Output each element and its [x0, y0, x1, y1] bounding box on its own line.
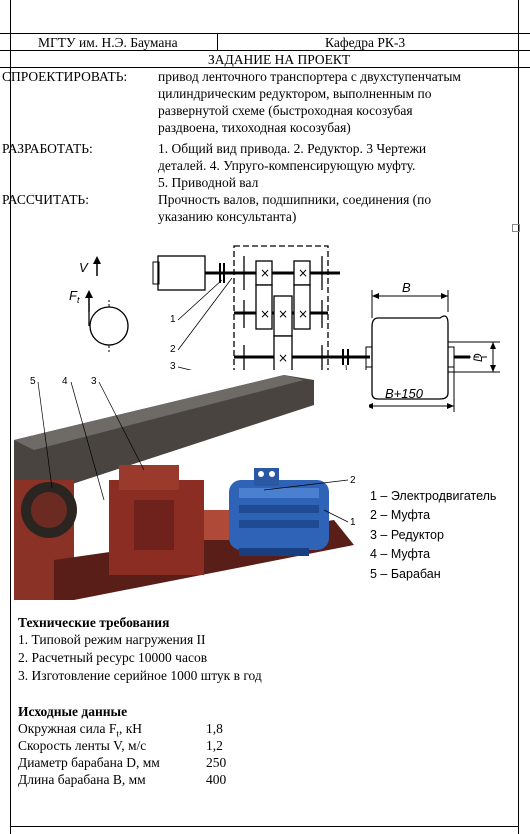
- d-label: D: [471, 353, 485, 362]
- source-label: Длина барабана B, мм: [18, 772, 146, 787]
- drum-outline: [371, 315, 449, 400]
- svg-text:×: ×: [278, 307, 288, 321]
- department-name: Кафедра РК-3: [325, 35, 406, 50]
- svg-text:4: 4: [62, 376, 68, 387]
- section-label-calculate: РАССЧИТАТЬ:: [2, 192, 89, 207]
- svg-text:×: ×: [298, 266, 308, 280]
- left-border: [10, 0, 11, 834]
- b150-label: B+150: [385, 386, 424, 401]
- legend-item: 2 – Муфта: [370, 508, 431, 522]
- svg-text:1: 1: [350, 517, 356, 528]
- svg-text:2: 2: [350, 475, 356, 486]
- gear-mid-1: [255, 284, 273, 330]
- source-value: 400: [206, 772, 227, 787]
- header-top-rule: [0, 33, 530, 34]
- source-value: 1,2: [206, 738, 223, 753]
- section-text-line: цилиндрическим редуктором, выполненным п…: [158, 86, 432, 101]
- small-checkbox-marker: [512, 224, 520, 232]
- svg-text:3: 3: [91, 376, 97, 387]
- gear-mid-2: [293, 284, 311, 330]
- section-text-line: раздвоена, тихоходная косозубая): [158, 120, 351, 135]
- source-title: Исходные данные: [18, 704, 128, 719]
- svg-text:×: ×: [298, 307, 308, 321]
- legend-item: 5 – Барабан: [370, 567, 441, 581]
- source-value: 250: [206, 755, 227, 770]
- source-value: 1,8: [206, 721, 223, 736]
- tech-title: Технические требования: [18, 615, 170, 630]
- svg-text:×: ×: [260, 307, 270, 321]
- tech-item: 1. Типовой режим нагружения II: [18, 632, 206, 647]
- svg-text:3: 3: [170, 361, 176, 372]
- v-label: V: [79, 260, 89, 275]
- header-mid-rule: [0, 50, 530, 51]
- svg-text:2: 2: [170, 344, 176, 355]
- conveyor-photo: 5 4 3 2 1: [14, 370, 369, 602]
- university-name: МГТУ им. Н.Э. Баумана: [38, 35, 178, 50]
- tech-item: 2. Расчетный ресурс 10000 часов: [18, 650, 208, 665]
- section-text-line: указанию консультанта): [158, 209, 297, 224]
- b-label: B: [402, 280, 411, 295]
- ft-arrow-head: [85, 290, 93, 298]
- ft-label: Ft: [69, 288, 80, 305]
- section-label-design: СПРОЕКТИРОВАТЬ:: [2, 69, 128, 84]
- legend-item: 3 – Редуктор: [370, 528, 444, 542]
- sheet-title: ЗАДАНИЕ НА ПРОЕКТ: [208, 52, 351, 67]
- legend-item: 1 – Электродвигатель: [370, 489, 497, 503]
- section-text-line: 1. Общий вид привода. 2. Редуктор. 3 Чер…: [158, 141, 427, 156]
- source-label: Окружная сила Ft, кН: [18, 721, 142, 739]
- drum-circle: [89, 306, 129, 346]
- tech-item: 3. Изготовление серийное 1000 штук в год: [18, 668, 262, 683]
- section-text-line: Прочность валов, подшипники, соединения …: [158, 192, 432, 207]
- bottom-rule: [10, 826, 519, 827]
- svg-text:1: 1: [170, 314, 176, 325]
- svg-text:5: 5: [30, 376, 36, 387]
- header-divider: [217, 33, 218, 50]
- motor-body: [157, 255, 206, 291]
- right-border: [518, 0, 519, 834]
- section-text-line: привод ленточного транспортера с двухсту…: [158, 69, 461, 84]
- v-arrow-head: [93, 256, 101, 264]
- source-label: Диаметр барабана D, мм: [18, 755, 160, 770]
- svg-text:×: ×: [278, 351, 288, 365]
- section-text-line: 5. Приводной вал: [158, 175, 259, 190]
- legend-item: 4 – Муфта: [370, 547, 431, 561]
- section-label-develop: РАЗРАБОТАТЬ:: [2, 141, 93, 156]
- source-label: Скорость ленты V, м/с: [18, 738, 147, 753]
- section-text-line: развернутой схеме (быстроходная косозуба…: [158, 103, 413, 118]
- svg-text:×: ×: [260, 266, 270, 280]
- section-text-line: деталей. 4. Упруго-компенсирующую муфту.: [158, 158, 416, 173]
- title-rule: [0, 67, 530, 68]
